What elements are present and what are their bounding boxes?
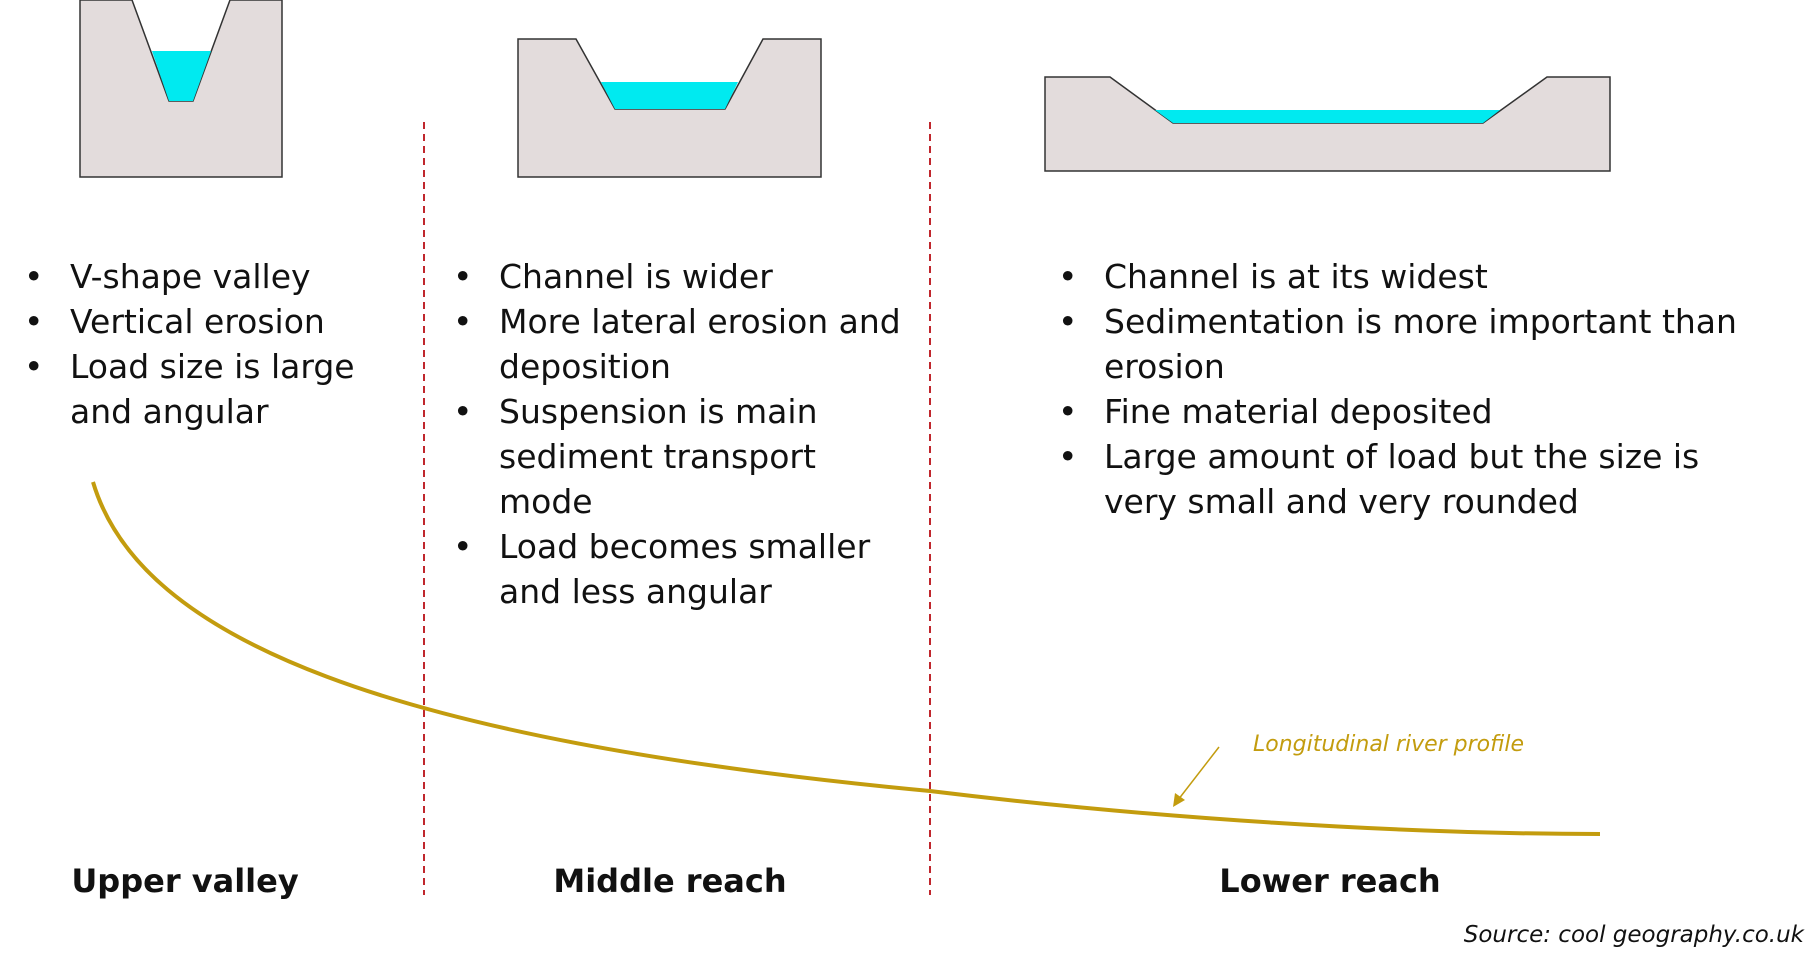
middle-reach-cross-section [517,38,822,178]
middle-bullet: Suspension is main sediment transport mo… [451,389,901,524]
source-credit: Source: cool geography.co.uk [1463,922,1804,948]
lower-reach-water [1155,110,1500,123]
lower-bullet: Channel is at its widest [1056,254,1756,299]
lower-reach-land [1044,76,1611,172]
middle-reach-water [601,82,738,109]
lower-reach-label: Lower reach [1219,862,1441,900]
upper-bullet: V-shape valley [22,254,422,299]
upper-valley-label: Upper valley [71,862,299,900]
longitudinal-profile-curve [91,481,1601,836]
middle-reach-characteristics: Channel is wider More lateral erosion an… [451,254,901,614]
middle-reach-label: Middle reach [553,862,787,900]
lower-reach-cross-section [1044,76,1611,172]
upper-valley-characteristics: V-shape valley Vertical erosion Load siz… [22,254,422,434]
upper-valley-cross-section [79,0,283,178]
lower-bullet: Sedimentation is more important than ero… [1056,299,1756,389]
lower-reach-characteristics: Channel is at its widest Sedimentation i… [1056,254,1756,524]
middle-bullet: Load becomes smaller and less angular [451,524,901,614]
upper-bullet: Load size is large and angular [22,344,422,434]
middle-bullet: More lateral erosion and deposition [451,299,901,389]
upper-valley-water [152,51,211,101]
profile-caption: Longitudinal river profile [1253,732,1524,757]
caption-arrow [1173,746,1220,807]
upper-bullet: Vertical erosion [22,299,422,344]
upper-valley-land [79,0,283,178]
lower-bullet: Fine material deposited [1056,389,1756,434]
middle-bullet: Channel is wider [451,254,901,299]
middle-reach-land [517,38,822,178]
lower-bullet: Large amount of load but the size is ver… [1056,434,1756,524]
